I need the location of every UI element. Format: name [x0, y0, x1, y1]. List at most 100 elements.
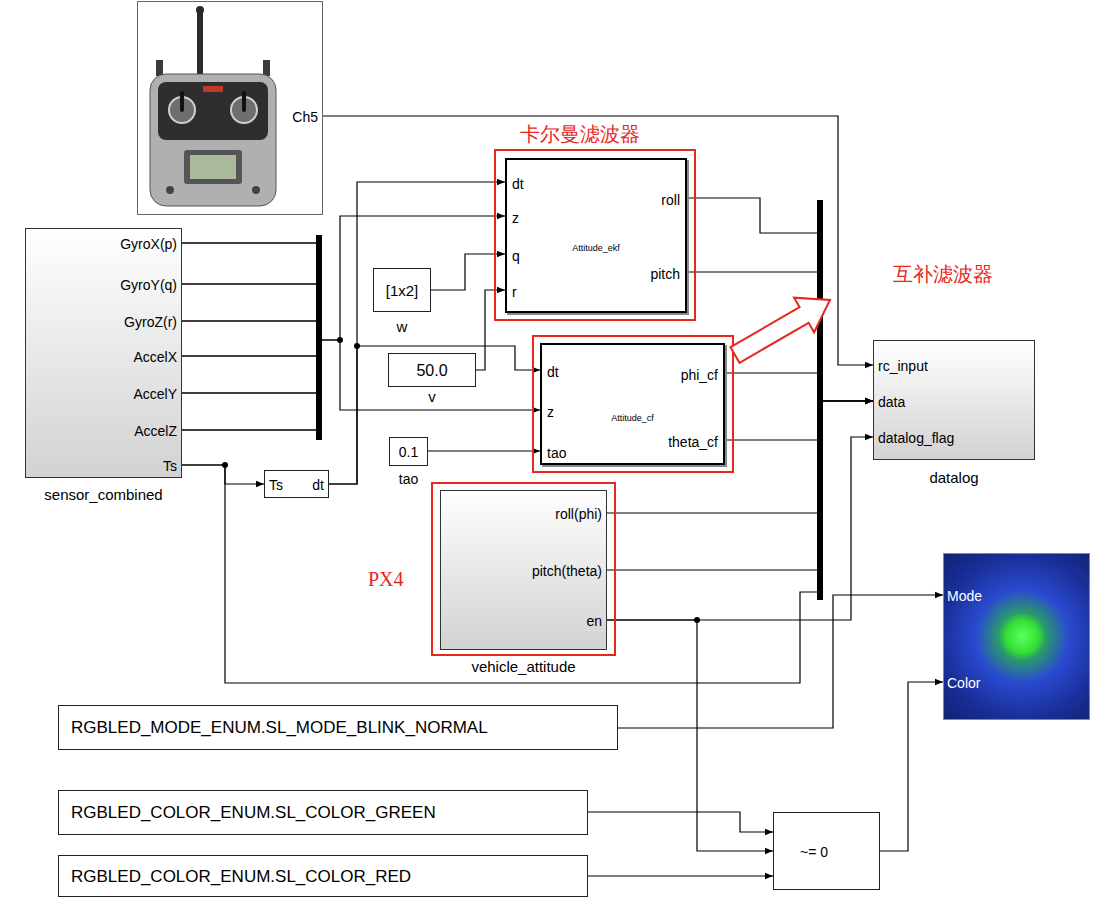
port-label: tao — [547, 445, 566, 461]
signal-line — [428, 450, 540, 451]
toggle-switch — [263, 60, 270, 76]
signal-line — [880, 682, 943, 851]
signal-line — [329, 346, 540, 484]
signal-line — [607, 620, 773, 851]
port-label: pitch(theta) — [532, 563, 602, 579]
screen-frame — [184, 150, 242, 184]
transmitter-panel — [158, 82, 268, 140]
port-label: data — [878, 394, 905, 410]
port-label: rc_input — [878, 358, 928, 374]
junction-dot — [354, 343, 360, 349]
screen — [190, 155, 236, 179]
block-name: w — [397, 318, 408, 335]
port-label: 50.0 — [416, 362, 447, 380]
block-name: datalog — [929, 469, 978, 486]
port-label: AccelY — [133, 386, 177, 402]
signal-line — [323, 116, 873, 365]
signal-line — [725, 373, 873, 440]
annotation-label: 卡尔曼滤波器 — [520, 122, 640, 146]
transmitter-body — [150, 74, 276, 206]
port-label: z — [512, 210, 519, 226]
rc-transmitter-picture — [150, 6, 276, 206]
annotation-label: 互补滤波器 — [893, 262, 993, 286]
antenna — [197, 10, 203, 78]
rgb-led-block: ModeColor — [943, 553, 1090, 720]
port-label: r — [512, 284, 517, 300]
port-label: 0.1 — [399, 444, 418, 460]
port-label: phi_cf — [681, 367, 718, 383]
block-name: sensor_combined — [44, 486, 162, 503]
button — [252, 186, 260, 194]
sample-time-block: Ts dt — [264, 470, 329, 498]
port-label: Ts — [269, 477, 283, 493]
port-label: RGBLED_MODE_ENUM.SL_MODE_BLINK_NORMAL — [71, 718, 488, 738]
bus-mux-bar — [316, 235, 322, 440]
port-label: Attitude_ekf — [572, 243, 620, 253]
signal-line — [182, 465, 264, 484]
stick — [242, 93, 246, 110]
port-label: [1x2] — [386, 282, 419, 299]
block-name: tao — [399, 471, 418, 487]
switch-block: ~= 0 — [773, 812, 880, 890]
port-label: AccelZ — [134, 423, 177, 439]
enum-constant-block: RGBLED_COLOR_ENUM.SL_COLOR_RED — [58, 855, 588, 897]
highlight-frame — [432, 483, 615, 655]
junction-dot — [337, 337, 343, 343]
signal-line — [182, 401, 873, 683]
port-label: GyroX(p) — [120, 236, 177, 252]
block-name: vehicle_attitude — [471, 658, 575, 675]
signal-line — [588, 875, 773, 876]
sensor-block: GyroX(p) GyroY(q) GyroZ(r) AccelX AccelY Acce… — [25, 228, 182, 478]
port-label: dt — [312, 477, 324, 493]
rc-input-block: Ch5 — [137, 1, 323, 215]
highlight-frame — [533, 336, 733, 472]
port-label: Ts — [163, 458, 177, 474]
port-label: theta_cf — [668, 434, 718, 450]
highlight-frame — [495, 150, 695, 320]
port-label: Mode — [947, 588, 982, 604]
matlab-function-block: dtztaophi_cftheta_cfAttitude_cf — [540, 343, 725, 465]
hollow-pointer-arrow — [731, 298, 831, 363]
toggle-switch — [156, 60, 163, 76]
bus-mux-bar — [817, 200, 823, 600]
signal-line — [431, 254, 505, 290]
port-label: q — [512, 248, 520, 264]
port-label: AccelX — [133, 349, 177, 365]
stick — [180, 93, 184, 110]
port-label: Attitude_cf — [611, 413, 654, 423]
annotation-label: PX4 — [368, 567, 404, 591]
block-name: v — [428, 388, 436, 405]
port-label: ~= 0 — [800, 844, 828, 860]
port-label: GyroZ(r) — [124, 314, 177, 330]
signal-line — [476, 290, 505, 370]
junction-dot — [222, 462, 228, 468]
port-label: Color — [947, 675, 980, 691]
enum-constant-block: RGBLED_MODE_ENUM.SL_MODE_BLINK_NORMAL — [58, 705, 618, 750]
port-label: en — [586, 613, 602, 629]
signal-line — [182, 216, 505, 430]
constant-block: 50.0v — [388, 353, 476, 387]
port-label: roll(phi) — [555, 506, 602, 522]
matlab-function-block: dtzqrrollpitchAttitude_ekf — [505, 158, 687, 313]
port-label: RGBLED_COLOR_ENUM.SL_COLOR_RED — [71, 867, 411, 887]
port-label: RGBLED_COLOR_ENUM.SL_COLOR_GREEN — [71, 803, 436, 823]
enum-constant-block: RGBLED_COLOR_ENUM.SL_COLOR_GREEN — [58, 790, 588, 835]
datalog-block: rc_inputdatadatalog_flagdatalog — [873, 340, 1035, 460]
brand-mark — [203, 86, 223, 92]
signal-line — [618, 595, 943, 728]
port-label: Ch5 — [292, 109, 318, 125]
port-label: pitch — [650, 266, 680, 282]
port-label: GyroY(q) — [120, 277, 177, 293]
port-label: datalog_flag — [878, 430, 954, 446]
port-label: dt — [547, 364, 559, 380]
antenna-tip — [196, 6, 204, 14]
junction-dot — [694, 617, 700, 623]
constant-block: [1x2]w — [373, 268, 431, 312]
button — [166, 186, 174, 194]
constant-block: 0.1tao — [389, 437, 428, 466]
attitude-block: roll(phi)pitch(theta)envehicle_attitude — [440, 490, 607, 650]
signal-line — [182, 243, 540, 430]
signal-line — [329, 182, 505, 484]
signal-line — [588, 812, 773, 832]
port-label: dt — [512, 176, 524, 192]
